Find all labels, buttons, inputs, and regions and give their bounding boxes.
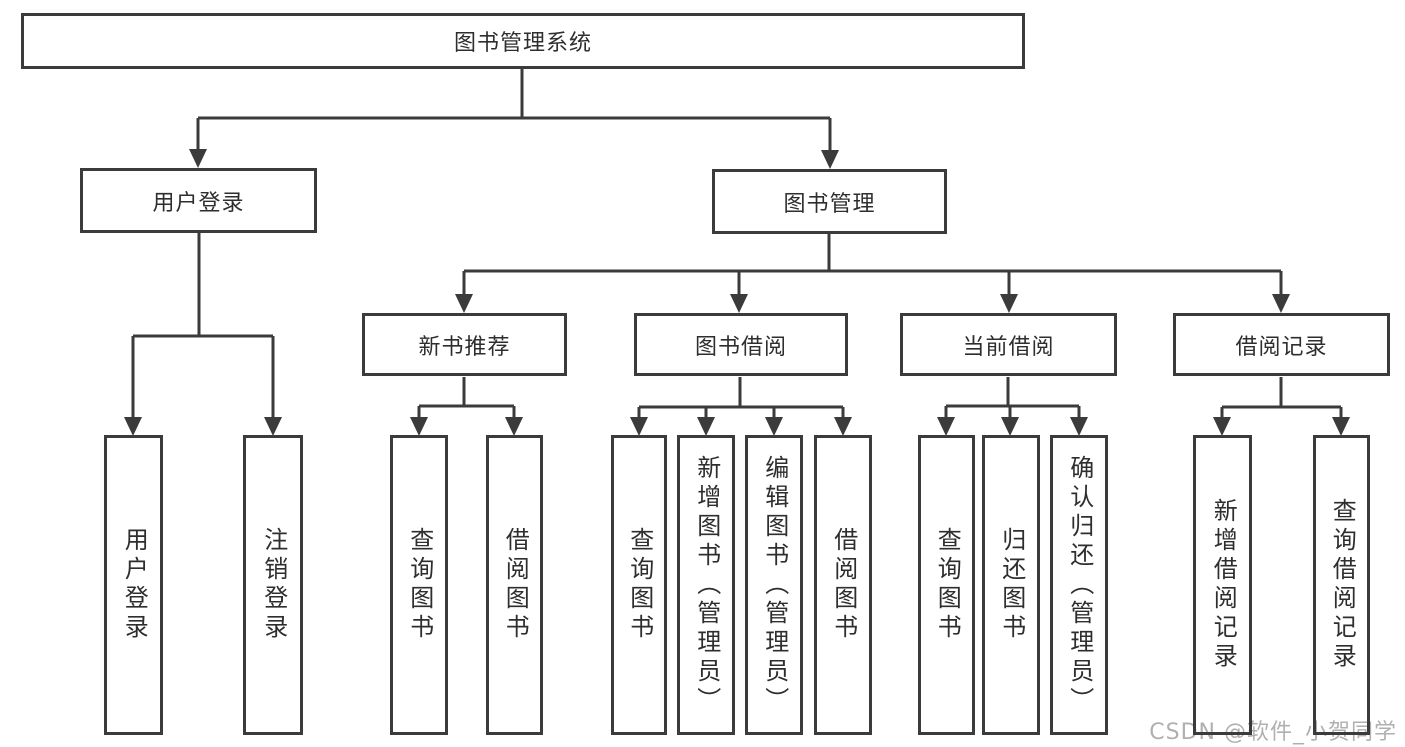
arrowhead — [1213, 417, 1231, 436]
node-label: 新增图书（管理员） — [692, 454, 721, 716]
node-label: 查询图书 — [625, 527, 654, 643]
leaf-query-borrow-record: 查询借阅记录 — [1313, 435, 1370, 735]
arrowhead — [1001, 417, 1019, 436]
node-label: 用户登录 — [120, 527, 149, 643]
leaf-query-books-borrow: 查询图书 — [611, 435, 667, 735]
node-label: 查询图书 — [933, 527, 962, 643]
leaf-confirm-return-admin: 确认归还（管理员） — [1050, 435, 1108, 735]
leaf-query-books-current: 查询图书 — [918, 435, 975, 735]
node-borrow-record: 借阅记录 — [1173, 313, 1390, 376]
leaf-borrow-books-recommend: 借阅图书 — [486, 435, 543, 735]
leaf-query-books-recommend: 查询图书 — [390, 435, 448, 735]
connector-userlogin-children — [131, 233, 275, 422]
arrowhead — [834, 417, 852, 436]
node-label: 借阅图书 — [829, 527, 858, 643]
leaf-borrow-books: 借阅图书 — [814, 435, 872, 735]
arrowhead — [1272, 294, 1290, 313]
arrowhead — [821, 150, 839, 169]
leaf-logout: 注销登录 — [243, 435, 303, 735]
node-current-borrow: 当前借阅 — [900, 313, 1117, 376]
node-label: 新书推荐 — [418, 334, 511, 360]
node-label: 归还图书 — [997, 527, 1026, 643]
connector-root-to-level2 — [196, 69, 832, 155]
connector-currentborrow-children — [944, 377, 1081, 422]
node-new-book-recommend: 新书推荐 — [362, 313, 567, 376]
node-library-management-system: 图书管理系统 — [21, 13, 1025, 69]
node-user-login: 用户登录 — [80, 168, 317, 233]
node-label: 借阅图书 — [501, 527, 530, 643]
leaf-add-borrow-record: 新增借阅记录 — [1193, 435, 1252, 735]
node-label: 图书管理 — [783, 191, 876, 217]
node-label: 新增借阅记录 — [1209, 498, 1238, 672]
leaf-return-books: 归还图书 — [982, 435, 1040, 735]
node-label: 图书管理系统 — [453, 31, 592, 56]
connector-newbook-children — [417, 377, 516, 422]
node-label: 查询借阅记录 — [1328, 498, 1357, 672]
node-label: 图书借阅 — [694, 334, 787, 360]
leaf-edit-books-admin: 编辑图书（管理员） — [745, 435, 803, 735]
node-label: 确认归还（管理员） — [1065, 454, 1094, 716]
connector-bookborrow-children — [637, 377, 845, 422]
node-label: 借阅记录 — [1235, 334, 1328, 360]
arrowhead — [730, 294, 748, 313]
arrowhead — [410, 417, 428, 436]
node-label: 当前借阅 — [962, 334, 1055, 360]
arrowhead — [505, 417, 523, 436]
arrowhead — [455, 294, 473, 313]
arrowhead — [697, 417, 715, 436]
connector-borrowrecord-children — [1220, 377, 1343, 422]
arrowhead — [1332, 417, 1350, 436]
arrowhead — [124, 417, 142, 436]
arrowhead — [189, 149, 207, 168]
node-label: 用户登录 — [152, 190, 245, 216]
arrowhead — [1070, 417, 1088, 436]
csdn-watermark: CSDN @软件_小贺同学 — [1149, 720, 1397, 745]
node-book-borrow: 图书借阅 — [634, 313, 848, 376]
leaf-add-books-admin: 新增图书（管理员） — [677, 435, 735, 735]
leaf-user-login: 用户登录 — [104, 435, 163, 735]
node-label: 注销登录 — [259, 527, 288, 643]
arrowhead — [937, 417, 955, 436]
node-book-management: 图书管理 — [712, 169, 947, 234]
arrowhead — [1000, 294, 1018, 313]
node-label: 编辑图书（管理员） — [760, 454, 789, 716]
arrowhead — [765, 417, 783, 436]
arrowhead — [630, 417, 648, 436]
arrowhead — [264, 417, 282, 436]
connector-bookmgmt-to-level3 — [462, 234, 1283, 299]
node-label: 查询图书 — [405, 527, 434, 643]
